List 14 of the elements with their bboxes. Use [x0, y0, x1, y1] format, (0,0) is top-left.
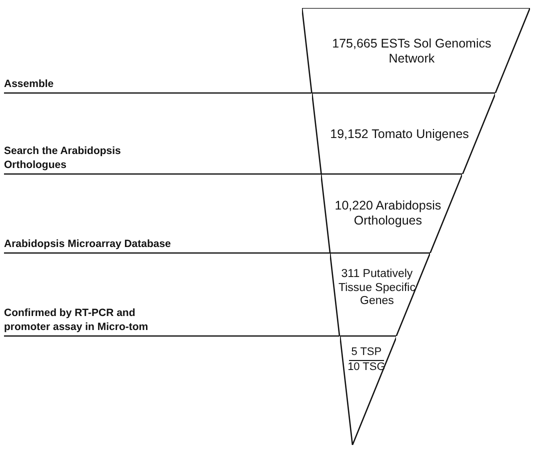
funnel-band: [340, 336, 396, 445]
funnel-band: [320, 174, 462, 253]
band-label: 10,220 Arabidopsis Orthologues: [334, 198, 442, 228]
step-label: Search the Arabidopsis Orthologues: [4, 144, 122, 172]
funnel-band: [302, 8, 530, 93]
band-label: 175,665 ESTs Sol Genomics Network: [331, 36, 492, 66]
step-label: Assemble: [4, 77, 55, 91]
step-label: Confirmed by RT-PCR and promoter assay in Micro-tom: [4, 306, 150, 334]
band-label: 311 Putatively Tissue Specific Genes: [338, 268, 416, 308]
funnel-band: [330, 253, 430, 336]
band-label: 19,152 Tomato Unigenes: [329, 126, 470, 142]
step-label: Arabidopsis Microarray Database: [4, 237, 172, 251]
funnel-band: [312, 93, 496, 174]
numerator-text: 5 TSP: [349, 346, 384, 361]
